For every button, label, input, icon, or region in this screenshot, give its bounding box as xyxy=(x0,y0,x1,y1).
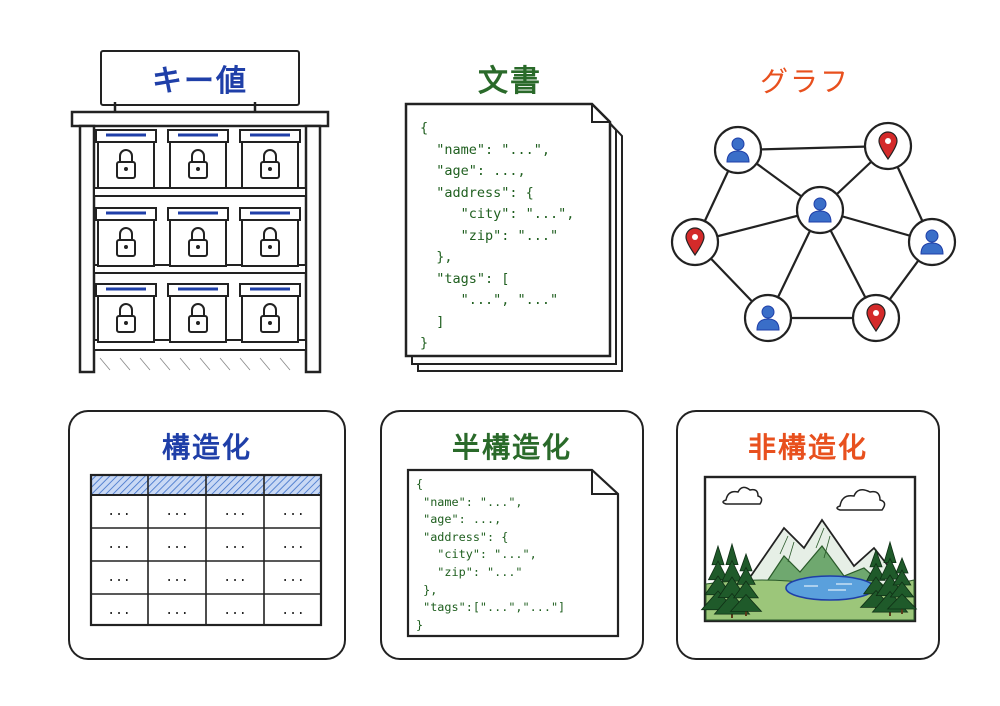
person-node xyxy=(795,185,845,235)
semi-code-line: "name": "...", xyxy=(416,494,523,509)
document-code: { "name": "...", "age": ..., "address": … xyxy=(420,118,574,355)
table-cell: ... xyxy=(107,570,130,585)
lock-icon xyxy=(260,227,280,257)
semi-code-line: "city": "...", xyxy=(416,547,537,562)
landscape-picture xyxy=(700,475,918,623)
semi-code-line: "zip": "..." xyxy=(416,564,523,579)
locked-box xyxy=(167,129,229,189)
semi-structured-document xyxy=(406,468,620,638)
person-icon xyxy=(920,229,944,255)
graph-network-illustration xyxy=(670,121,957,343)
table-cell: ... xyxy=(107,537,130,552)
locked-box xyxy=(239,129,301,189)
person-icon xyxy=(726,137,750,163)
document-title: 文書 xyxy=(478,64,542,99)
kv-sign-board xyxy=(100,50,300,106)
structured-panel xyxy=(68,410,346,660)
cloud-icon xyxy=(722,486,763,505)
table-cell: ... xyxy=(107,504,130,519)
document-code-line: "address": { xyxy=(420,184,534,201)
table-cell: ... xyxy=(165,570,188,585)
locked-box xyxy=(95,283,157,343)
cloud-icon-2 xyxy=(836,489,886,511)
semi-structured-code: { "name": "...", "age": ..., "address": … xyxy=(416,476,565,634)
kv-shelf-illustration xyxy=(70,102,330,374)
lock-icon xyxy=(188,303,208,333)
table-cell: ... xyxy=(281,570,304,585)
map-pin-icon xyxy=(878,131,898,161)
structured-title: 構造化 xyxy=(161,431,252,464)
location-node xyxy=(851,293,901,343)
lock-icon xyxy=(188,227,208,257)
table-cell: ... xyxy=(165,537,188,552)
lock-icon xyxy=(116,303,136,333)
person-node xyxy=(743,293,793,343)
document-code-line: "zip": "..." xyxy=(420,227,559,244)
document-code-line: "name": "...", xyxy=(420,141,551,158)
table-cell: ... xyxy=(223,504,246,519)
person-icon xyxy=(756,305,780,331)
document-code-line: }, xyxy=(420,249,453,265)
lock-icon xyxy=(188,149,208,179)
table-cell: ... xyxy=(107,603,130,618)
lock-icon xyxy=(116,149,136,179)
kv-title: キー値 xyxy=(152,64,248,99)
semi-code-line: { xyxy=(416,477,424,491)
person-node xyxy=(713,125,763,175)
semi-code-line: "address": { xyxy=(416,529,509,544)
locked-box xyxy=(167,207,229,267)
semi-code-line: }, xyxy=(416,582,438,597)
table-cell: ... xyxy=(223,603,246,618)
semi-code-line: } xyxy=(416,617,424,632)
locked-box xyxy=(167,283,229,343)
table-cell: ... xyxy=(223,570,246,585)
unstructured-title: 非構造化 xyxy=(747,431,868,464)
semi-structured-title: 半構造化 xyxy=(451,431,572,464)
document-code-line: { xyxy=(420,120,429,136)
graph-title: グラフ xyxy=(759,65,850,98)
document-code-line: "tags": [ xyxy=(420,270,510,287)
table-cell: ... xyxy=(223,537,246,552)
pine-tree-icon xyxy=(700,544,736,614)
map-pin-icon xyxy=(685,227,705,257)
person-icon xyxy=(808,197,832,223)
map-pin-icon xyxy=(866,303,886,333)
locked-box xyxy=(239,283,301,343)
location-node xyxy=(670,217,720,267)
document-code-line: "city": "...", xyxy=(420,206,575,222)
document-code-line: ] xyxy=(420,313,445,330)
lock-icon xyxy=(260,303,280,333)
table-cell: ... xyxy=(165,504,188,519)
semi-code-line: "age": ..., xyxy=(416,512,502,527)
structured-table: ........................................… xyxy=(89,473,323,627)
document-code-line: "...", "..." xyxy=(420,292,559,308)
locked-box xyxy=(95,207,157,267)
table-cell: ... xyxy=(281,537,304,552)
person-node xyxy=(907,217,957,267)
table-cell: ... xyxy=(281,504,304,519)
locked-box xyxy=(95,129,157,189)
semi-code-line: "tags":["...","..."] xyxy=(416,600,566,615)
document-code-line: } xyxy=(420,335,429,351)
locked-box xyxy=(239,207,301,267)
location-node xyxy=(863,121,913,171)
pine-tree-icon xyxy=(729,552,763,616)
pine-tree-icon xyxy=(886,556,918,614)
document-pages-illustration xyxy=(404,102,623,372)
lock-icon xyxy=(116,227,136,257)
table-cell: ... xyxy=(281,603,304,618)
table-cell: ... xyxy=(165,603,188,618)
document-code-line: "age": ..., xyxy=(420,163,526,179)
lock-icon xyxy=(260,149,280,179)
